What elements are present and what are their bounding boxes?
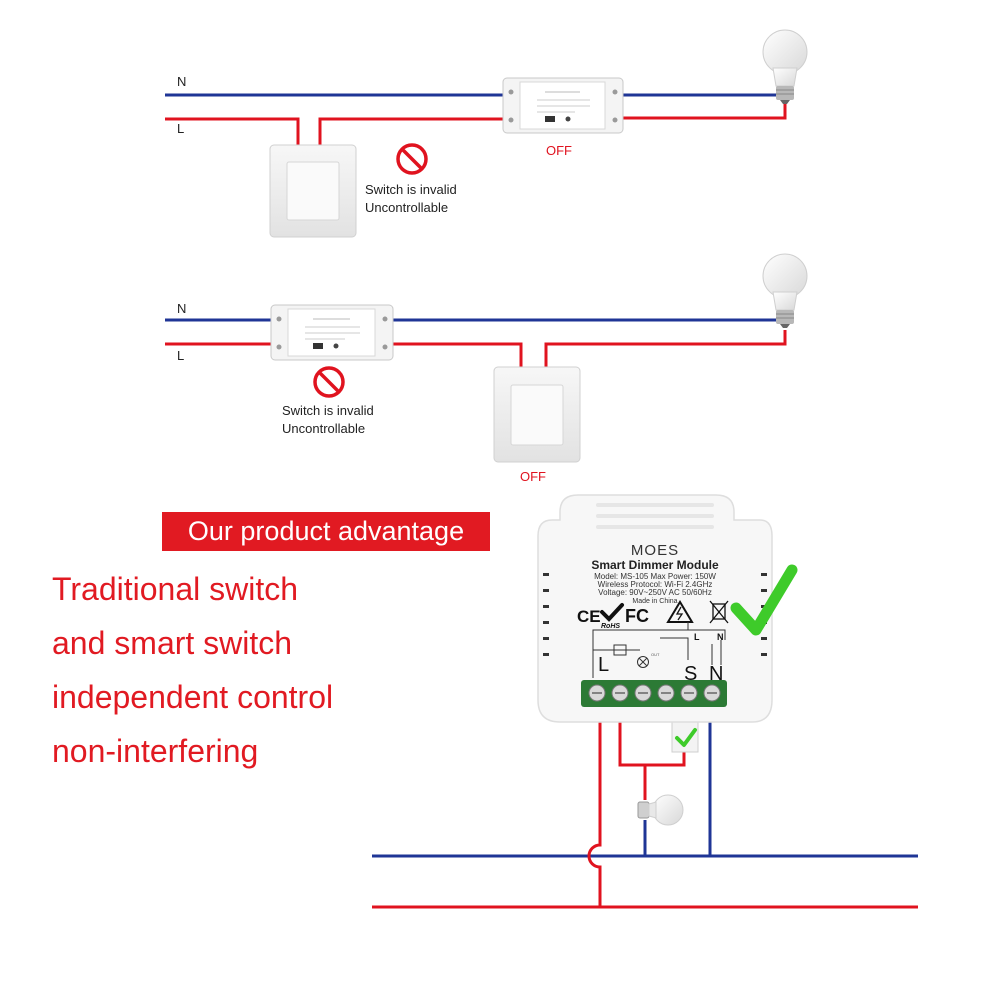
rohs-mark: RoHS bbox=[601, 623, 620, 630]
live-label: L bbox=[177, 121, 184, 136]
advantage-banner: Our product advantage bbox=[162, 512, 490, 551]
terminal-label-n-small: N bbox=[717, 632, 724, 642]
diagram-2: N L OFF bbox=[165, 253, 808, 484]
wall-switch bbox=[493, 366, 581, 463]
relay-state-label: OFF bbox=[546, 143, 572, 158]
advantage-line-1: Traditional switch bbox=[52, 571, 299, 607]
module-schematic: OUT L N bbox=[592, 622, 726, 678]
module-brand: MOES bbox=[631, 542, 679, 559]
module-spec-2: Wireless Protocol: Wi-Fi 2.4GHz bbox=[598, 580, 713, 589]
load-bulb bbox=[637, 794, 684, 826]
terminal-label-l: L bbox=[598, 654, 609, 676]
terminal-label-n: N bbox=[709, 663, 723, 685]
switch-check-icon bbox=[671, 721, 699, 753]
light-bulb bbox=[762, 253, 808, 328]
advantage-line-2: and smart switch bbox=[52, 625, 293, 661]
module-spec-3: Voltage: 90V~250V AC 50/60Hz bbox=[598, 588, 712, 597]
weee-bin-icon bbox=[709, 600, 729, 624]
terminal-label-s: S bbox=[684, 663, 697, 685]
prohibited-icon bbox=[396, 143, 428, 175]
module-name: Smart Dimmer Module bbox=[591, 558, 719, 572]
warning-line-2: Uncontrollable bbox=[365, 200, 448, 215]
light-bulb bbox=[762, 29, 808, 104]
terminal-label-l-small: L bbox=[694, 632, 700, 642]
smart-dimmer-module: MOES Smart Dimmer Module Model: MS-105 M… bbox=[537, 494, 773, 723]
check-mark-icon bbox=[730, 564, 798, 636]
rohs-check-icon bbox=[600, 603, 624, 622]
smart-relay-module bbox=[270, 304, 394, 361]
warning-triangle-icon bbox=[666, 600, 694, 623]
advantage-line-3: independent control bbox=[52, 679, 334, 715]
wall-switch bbox=[269, 144, 357, 238]
ce-mark: CE bbox=[577, 607, 601, 626]
warning-line-1: Switch is invalid bbox=[282, 403, 374, 418]
diagram-1: N L OFF bbox=[165, 29, 808, 238]
advantage-line-4: non-interfering bbox=[52, 733, 259, 769]
module-spec-4: Made in China bbox=[632, 598, 677, 605]
fc-mark: FC bbox=[625, 606, 649, 626]
neutral-label: N bbox=[177, 74, 186, 89]
diagram-3-wiring bbox=[372, 695, 918, 909]
neutral-label: N bbox=[177, 301, 186, 316]
prohibited-icon bbox=[313, 366, 345, 398]
terminal-block bbox=[581, 680, 727, 707]
live-label: L bbox=[177, 348, 184, 363]
out-label: OUT bbox=[651, 652, 660, 657]
switch-state-label: OFF bbox=[520, 469, 546, 484]
warning-line-1: Switch is invalid bbox=[365, 182, 457, 197]
live-wire bbox=[165, 103, 787, 145]
warning-line-2: Uncontrollable bbox=[282, 421, 365, 436]
module-spec-1: Model: MS-105 Max Power: 150W bbox=[594, 572, 716, 581]
smart-relay-module bbox=[502, 77, 624, 134]
live-wire bbox=[165, 330, 787, 368]
